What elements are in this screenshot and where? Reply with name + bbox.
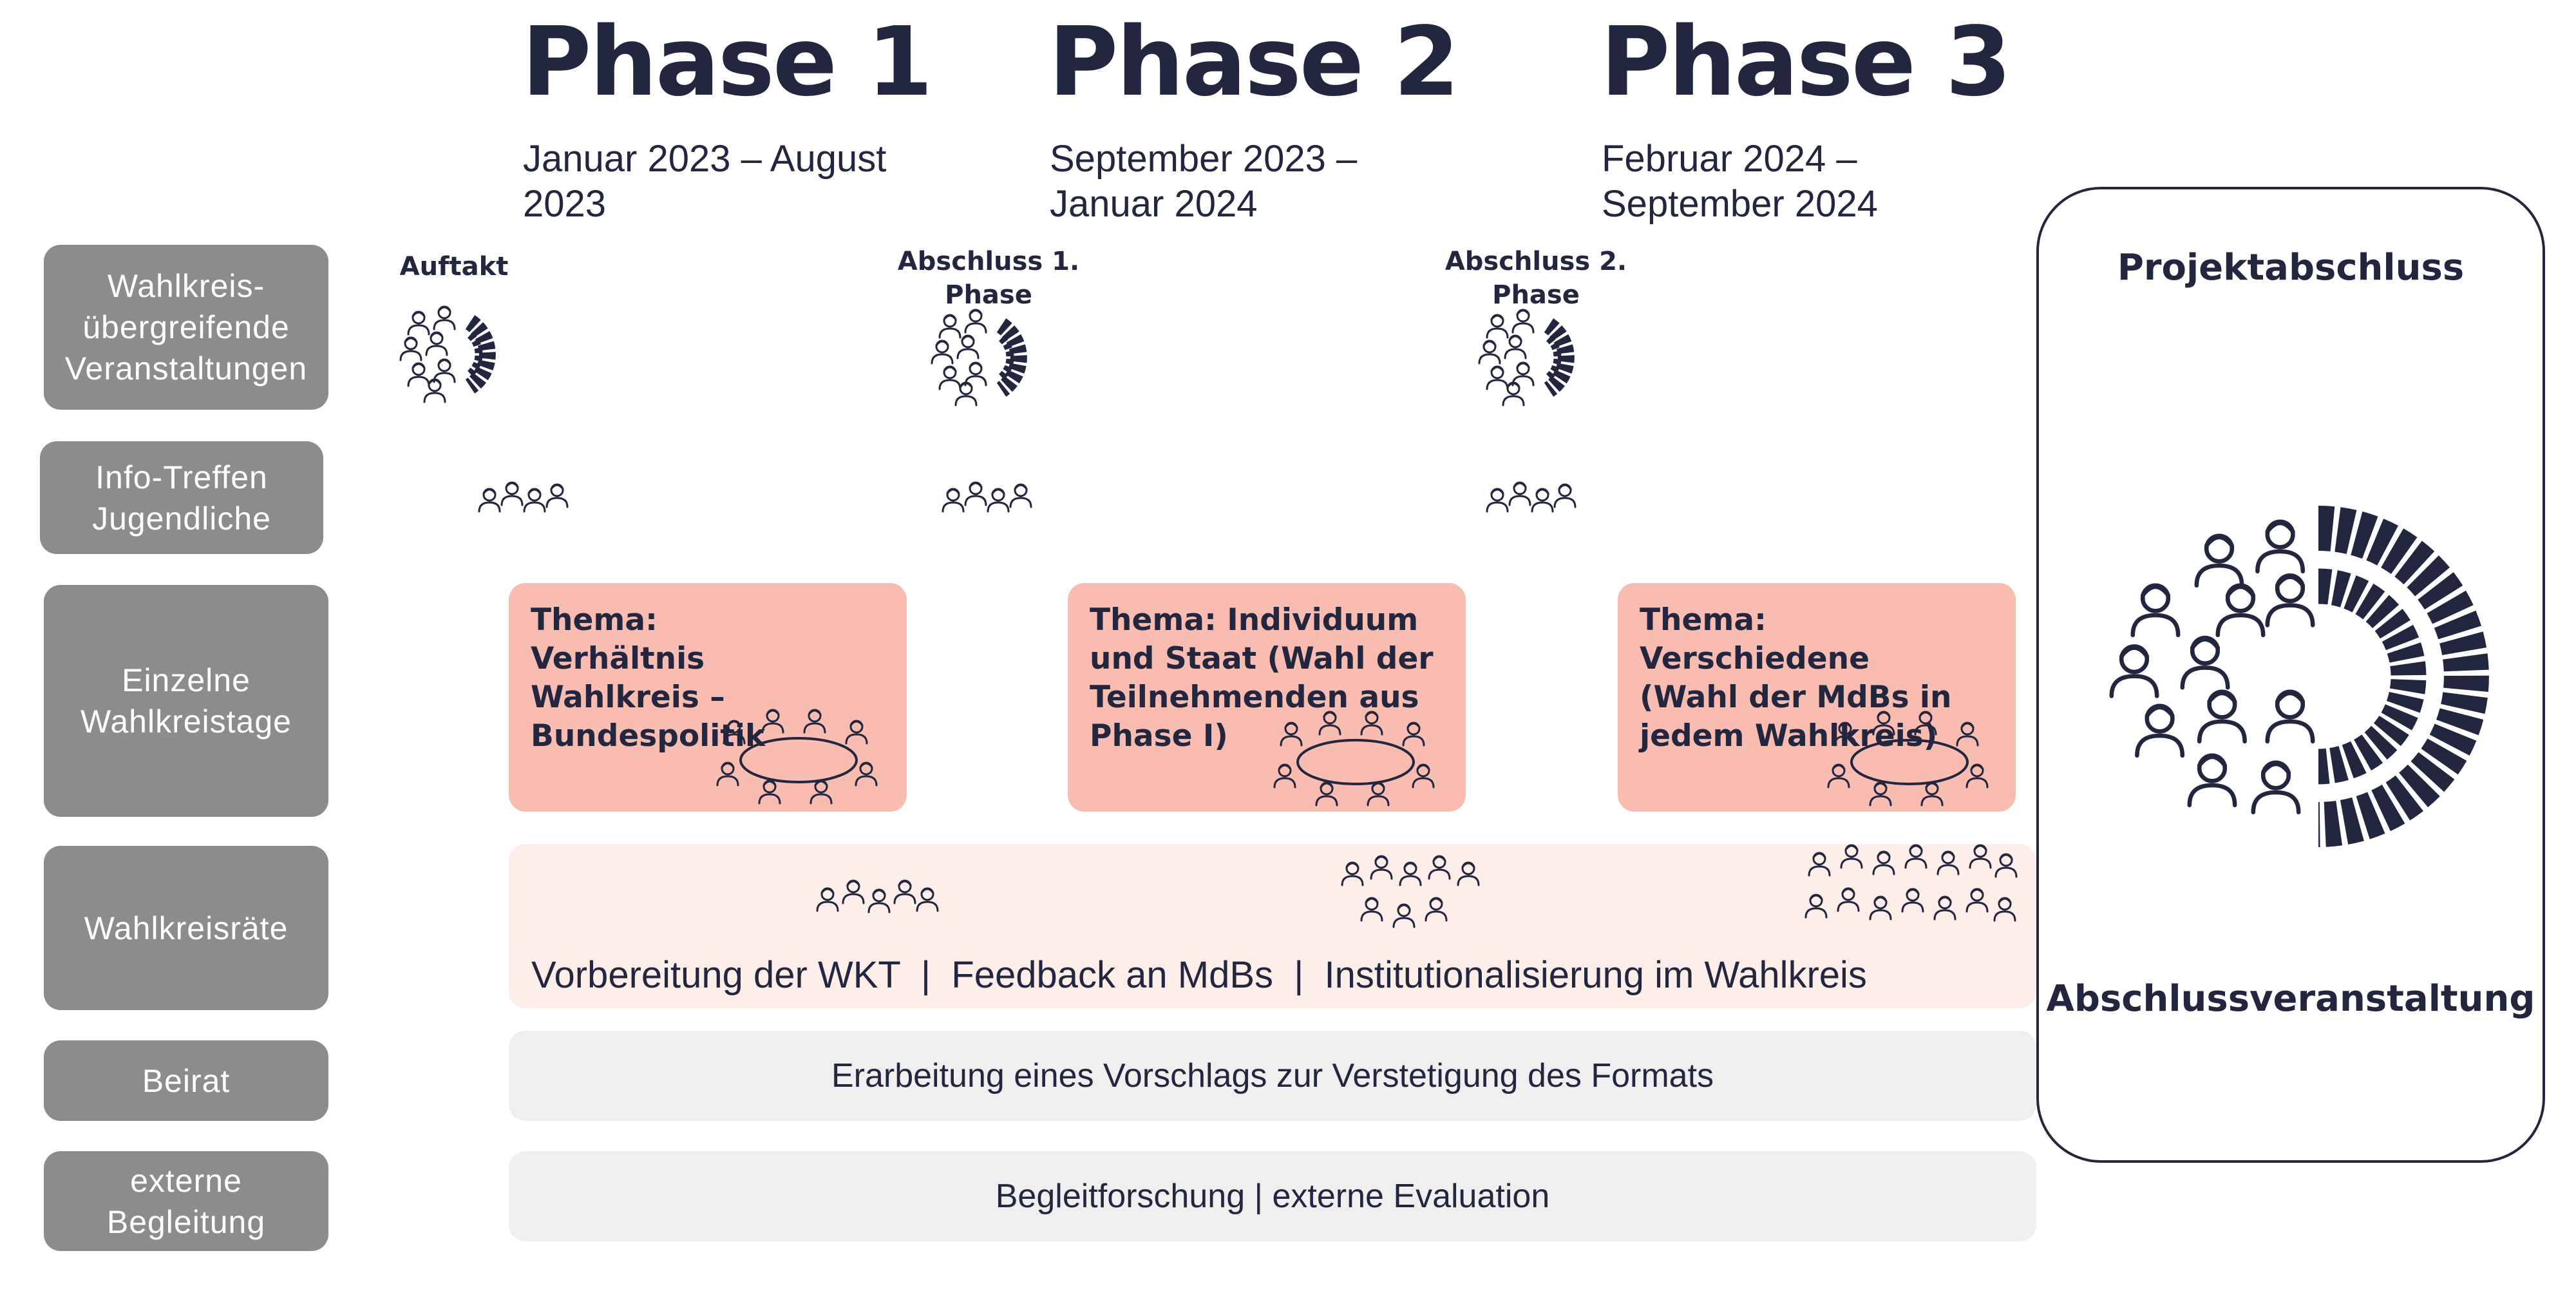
theme-text-phase-1: Thema: Verhältnis Wahlkreis – Bundespoli… (531, 602, 766, 754)
youth-group-icon-3 (1486, 481, 1577, 513)
event-auftakt-label: Auftakt (399, 252, 509, 282)
event-abschluss2-label: Abschluss 2. Phase (1444, 247, 1627, 310)
row-label-extern: externe Begleitung (44, 1151, 328, 1251)
wahlkreisraete-band (509, 844, 2036, 1008)
phase-2-dates: September 2023 – Januar 2024 (1050, 138, 1358, 225)
theme-text-phase-3: Thema: Verschiedene (Wahl der MdBs in je… (1640, 602, 1952, 754)
assembly-icon-auftakt (399, 305, 496, 403)
extern-text: Begleitforschung | externe Evaluation (995, 1178, 1550, 1215)
council-group-icon-medium (1341, 855, 1480, 928)
wahlkreisraete-text: Vorbereitung der WKT | Feedback an MdBs … (531, 954, 1867, 996)
projektabschluss-box (2036, 187, 2545, 1163)
council-group-icon-large (1804, 844, 2018, 922)
round-table-icon-3 (1827, 711, 1989, 807)
phase-3-title: Phase 3 (1600, 6, 2012, 117)
round-table-icon-1 (716, 709, 878, 805)
theme-text-phase-2: Thema: Individuum und Staat (Wahl der Te… (1090, 602, 1434, 754)
row-label-events: Wahlkreis-übergreifende Veranstaltungen (44, 245, 328, 410)
beirat-text: Erarbeitung eines Vorschlags zur Verstet… (831, 1057, 1714, 1094)
phase-1-title: Phase 1 (522, 6, 933, 117)
theme-box-phase-3: Thema: Verschiedene (Wahl der MdBs in je… (1618, 583, 2016, 812)
youth-group-icon-2 (942, 481, 1032, 513)
row-label-info: Info-Treffen Jugendliche (40, 441, 323, 554)
youth-group-icon-1 (478, 481, 569, 513)
row-label-wahlkreistage: Einzelne Wahlkreistage (44, 585, 328, 817)
extern-band: Begleitforschung | externe Evaluation (509, 1151, 2036, 1241)
phase-3-dates: Februar 2024 – September 2024 (1602, 138, 1878, 225)
council-group-icon-small (816, 879, 939, 913)
assembly-icon-abschluss1 (931, 309, 1027, 406)
row-label-beirat: Beirat (44, 1040, 328, 1121)
abschlussveranstaltung-label: Abschlussveranstaltung (2046, 978, 2535, 1020)
phase-1-dates: Januar 2023 – August 2023 (523, 138, 887, 225)
theme-box-phase-2: Thema: Individuum und Staat (Wahl der Te… (1068, 583, 1466, 812)
beirat-band: Erarbeitung eines Vorschlags zur Verstet… (509, 1031, 2036, 1121)
assembly-icon-abschluss2 (1478, 309, 1575, 406)
row-label-wahlkreisraete: Wahlkreisräte (44, 846, 328, 1010)
projektabschluss-title: Projektabschluss (2117, 247, 2465, 289)
event-abschluss1-label: Abschluss 1. Phase (897, 247, 1080, 310)
parliament-assembly-icon (2106, 506, 2489, 847)
phase-2-title: Phase 2 (1048, 6, 1460, 117)
theme-box-phase-1: Thema: Verhältnis Wahlkreis – Bundespoli… (509, 583, 907, 812)
round-table-icon-2 (1273, 711, 1435, 807)
